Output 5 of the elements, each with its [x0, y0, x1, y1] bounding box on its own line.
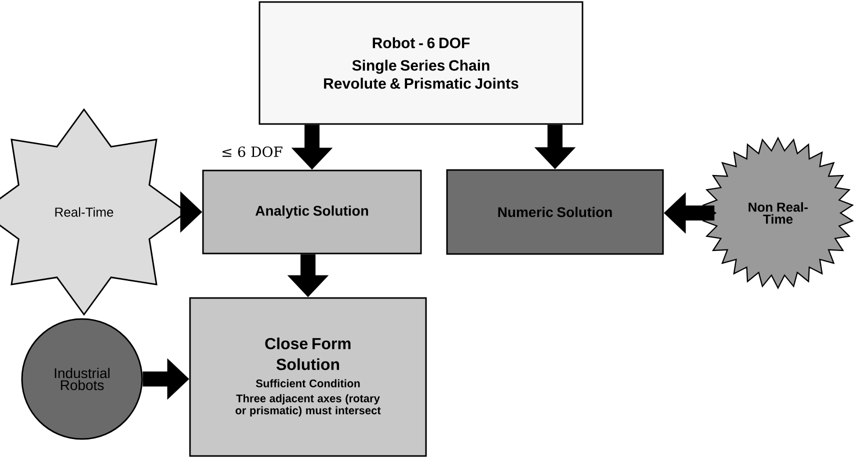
robot-spec-box: Robot - 6 DOF Single Series Chain Revolute & Prismatic Joints	[258, 1, 584, 125]
process-box: Close Form Solution Sufficient Condition Three adjacent axes (rotary or prismatic) must intersect	[189, 297, 427, 457]
process-box: Analytic Solution	[202, 170, 422, 254]
process-box: Numeric Solution	[446, 169, 664, 255]
edge-label: ≤ 6 DOF	[220, 145, 284, 158]
